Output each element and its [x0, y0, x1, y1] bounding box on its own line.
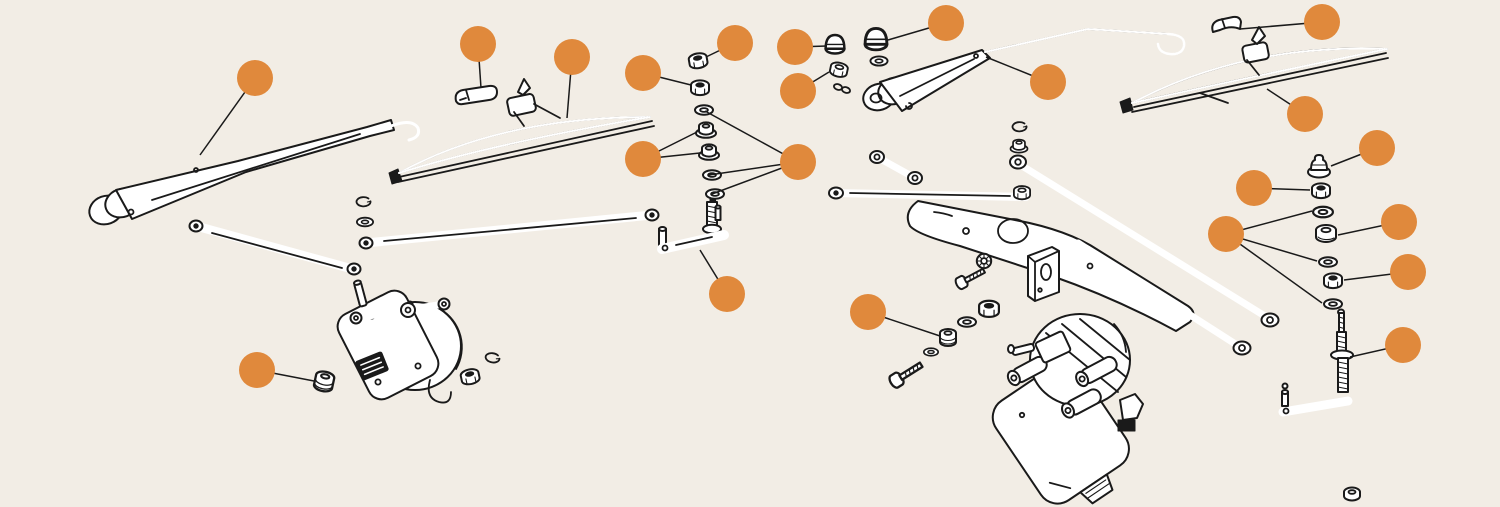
hex-nut-right [1323, 272, 1343, 290]
spindle-washer-right-3 [1323, 298, 1343, 310]
part-marker-wheelbox-spindle-right[interactable] [1385, 327, 1421, 363]
arm-clip-left [454, 84, 498, 106]
linkage-top-bar [828, 185, 1031, 201]
motor-grommet-left [311, 368, 337, 395]
part-marker-spindle-washers-right[interactable] [1208, 216, 1244, 252]
part-marker-mounting-grommet[interactable] [850, 294, 886, 330]
marker-dots [237, 4, 1426, 388]
part-marker-lock-nut[interactable] [780, 73, 816, 109]
part-marker-spindle-nut-lower[interactable] [625, 55, 661, 91]
drive-rod-b [1074, 239, 1252, 356]
link-clip [833, 83, 851, 94]
part-marker-wiper-arm-right[interactable] [1030, 64, 1066, 100]
part-marker-wiper-arm-left[interactable] [237, 60, 273, 96]
part-marker-wheelbox-left[interactable] [709, 276, 745, 312]
part-marker-motor-grommet-left[interactable] [239, 352, 275, 388]
part-marker-wiper-blade-left[interactable] [554, 39, 590, 75]
connecting-rod-short [188, 219, 362, 276]
part-marker-spacer-washers[interactable] [780, 144, 816, 180]
spindle-nut-right [1311, 182, 1331, 200]
linkage-crank [869, 150, 923, 185]
part-marker-spindle-ferrule[interactable] [1359, 130, 1395, 166]
leader-spindle-washers-right-3 [1225, 233, 1323, 304]
wiper-arm-left [88, 119, 421, 226]
connecting-rod-long [358, 208, 660, 250]
part-marker-spindle-nut-right[interactable] [1236, 170, 1272, 206]
part-marker-arm-cap-nut[interactable] [928, 5, 964, 41]
part-marker-blade-clip-right[interactable] [1304, 4, 1340, 40]
wiper-motor-main [991, 313, 1144, 505]
wiper-blade-left [388, 78, 655, 185]
spindle-washer-right-2 [1318, 256, 1338, 268]
spindle-hardware-column [686, 50, 725, 221]
mounting-bracket [1027, 246, 1060, 302]
wiper-motor-gearbox-left [336, 279, 463, 404]
wiper-arm-right [862, 28, 1186, 112]
part-marker-dome-cap[interactable] [777, 29, 813, 65]
wheelbox-spindle-right [1278, 308, 1354, 417]
drive-rod-a [1009, 154, 1280, 328]
part-marker-arm-clip-left[interactable] [460, 26, 496, 62]
wiper-blade-right [1119, 26, 1389, 114]
washer-small-bottom [1343, 486, 1361, 502]
part-marker-gland-nut[interactable] [1381, 204, 1417, 240]
blade-clip-right [1211, 15, 1242, 33]
gland-nut [1315, 224, 1337, 243]
part-marker-spindle-nut-upper[interactable] [717, 25, 753, 61]
part-marker-wiper-blade-right[interactable] [1287, 96, 1323, 132]
part-marker-hex-nut-right[interactable] [1390, 254, 1426, 290]
spindle-washer-right-1 [1311, 205, 1335, 219]
part-marker-flanged-bushes[interactable] [625, 141, 661, 177]
spindle-ferrule [1307, 154, 1331, 179]
dome-cap [824, 33, 846, 55]
